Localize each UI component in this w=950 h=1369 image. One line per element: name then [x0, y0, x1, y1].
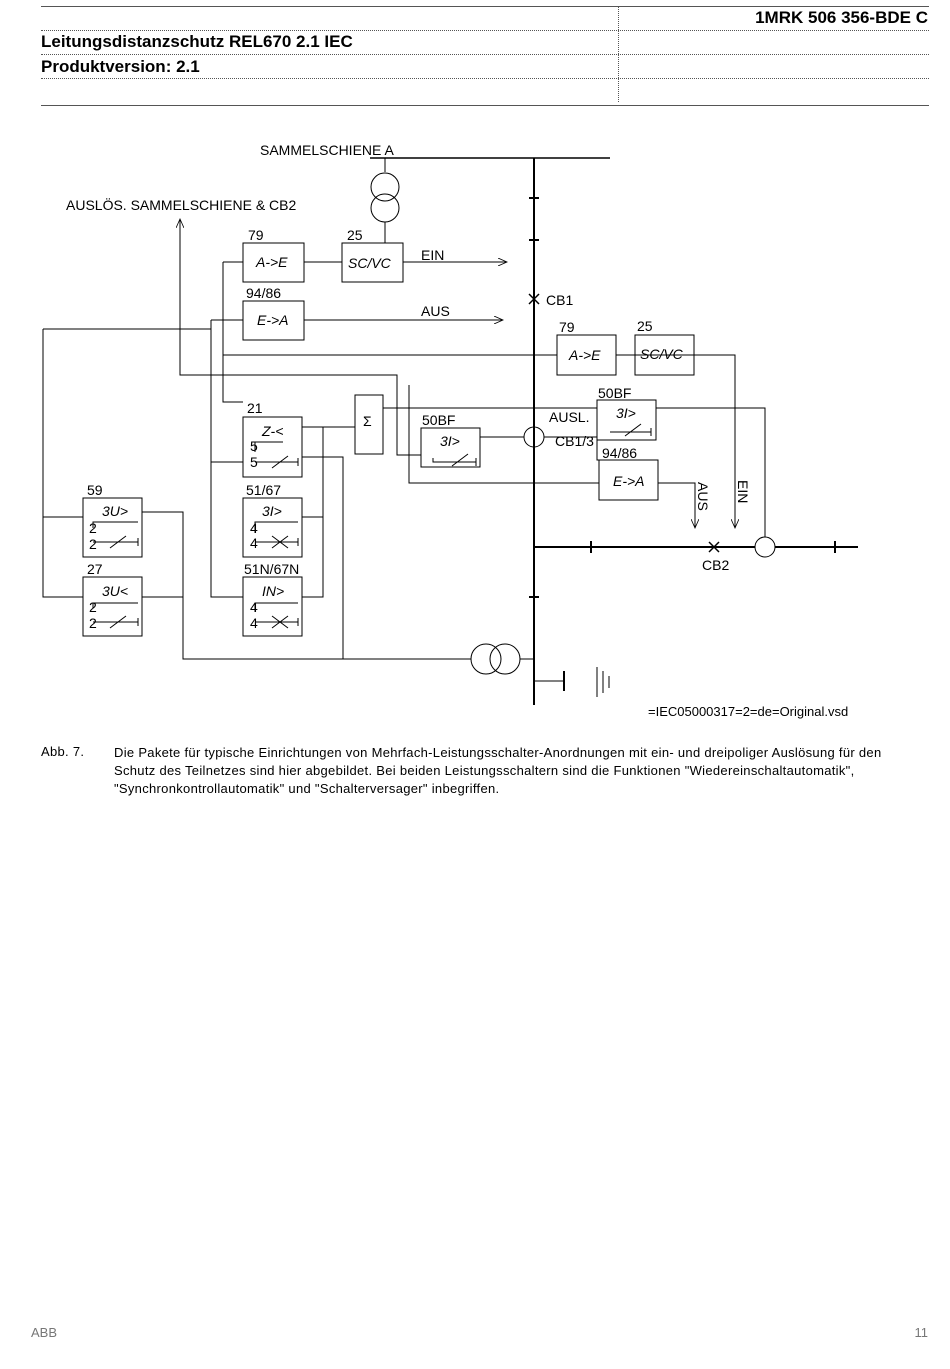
page-number: 11 — [914, 1325, 929, 1340]
label-trip2-func: E->A — [613, 473, 645, 489]
label-uv-func: 3U< — [102, 583, 128, 599]
wire — [42, 329, 83, 598]
line-voltage-transformer — [470, 643, 502, 675]
label-sc2-func: SC/VC — [640, 346, 684, 362]
label-busbar-a: SAMMELSCHIENE A — [260, 142, 394, 158]
label-ein-2: EIN — [735, 480, 751, 503]
label-ar1-num: 79 — [248, 227, 264, 243]
label-trip-busbar: AUSLÖS. SAMMELSCHIENE & CB2 — [66, 196, 297, 213]
line-voltage-transformer — [489, 643, 521, 675]
block-overcurrent — [242, 497, 303, 558]
header-rule — [41, 54, 929, 55]
block-earth-fault — [242, 576, 303, 637]
wire — [142, 511, 343, 660]
figure-caption: Die Pakete für typische Einrichtungen vo… — [114, 745, 882, 796]
wire — [222, 355, 243, 403]
label-sc1-func: SC/VC — [348, 255, 392, 271]
label-cb13: CB1/3 — [555, 433, 594, 449]
product-version: Produktversion: 2.1 — [41, 57, 200, 76]
block-undervoltage — [82, 576, 143, 637]
wire — [596, 440, 599, 461]
voltage-transformer — [370, 193, 400, 223]
block-overvoltage — [82, 497, 143, 558]
label-ar1-func: A->E — [255, 254, 288, 270]
label-aus-1: AUS — [421, 303, 450, 319]
header-rule — [41, 30, 929, 31]
label-ef-func: IN> — [262, 583, 284, 599]
label-ef-n1: 4 — [250, 599, 258, 615]
label-dist-n2: 5 — [250, 454, 258, 470]
label-dist-num: 21 — [247, 400, 263, 416]
label-ein-1: EIN — [421, 247, 444, 263]
label-bf2-num: 50BF — [598, 385, 631, 401]
label-trip1-func: E->A — [257, 312, 289, 328]
label-oc-num: 51/67 — [246, 482, 281, 498]
label-oc-n2: 4 — [250, 535, 258, 551]
wire — [210, 320, 243, 463]
document-id: 1MRK 506 356-BDE C — [755, 8, 928, 27]
label-bf1-num: 50BF — [422, 412, 455, 428]
label-oc-n1: 4 — [250, 520, 258, 536]
label-bf2-func: 3I> — [616, 405, 636, 421]
label-sigma: Σ — [363, 413, 372, 429]
label-ef-num: 51N/67N — [244, 561, 299, 577]
figure-label: Abb. 7. — [41, 744, 85, 759]
label-dist-func: Z-< — [261, 423, 283, 439]
cb2-symbol — [708, 541, 720, 553]
header-bottom-rule — [41, 105, 929, 106]
label-ov-n2: 2 — [89, 536, 97, 552]
wire-ein-2 — [694, 354, 735, 528]
block-breaker-failure-1 — [420, 427, 481, 468]
label-ov-num: 59 — [87, 482, 103, 498]
label-file-ref: =IEC05000317=2=de=Original.vsd — [648, 704, 848, 719]
wire — [210, 462, 243, 598]
wire — [222, 262, 557, 356]
label-ausl: AUSL. — [549, 409, 589, 425]
label-ef-n2: 4 — [250, 615, 258, 631]
label-oc-func: 3I> — [262, 503, 282, 519]
wire — [656, 407, 766, 537]
label-aus-2: AUS — [695, 482, 711, 511]
label-dist-n1: 5 — [250, 438, 258, 454]
header-rule — [41, 78, 929, 79]
wire — [408, 385, 599, 484]
label-trip2-num: 94/86 — [602, 445, 637, 461]
wire — [302, 456, 471, 660]
block-summation — [354, 394, 384, 455]
wire — [302, 426, 324, 598]
document-title: Leitungsdistanzschutz REL670 2.1 IEC — [41, 32, 353, 51]
label-bf1-func: 3I> — [440, 433, 460, 449]
label-cb2: CB2 — [702, 557, 729, 573]
footer-brand: ABB — [31, 1325, 58, 1340]
label-cb1: CB1 — [546, 292, 573, 308]
label-uv-n1: 2 — [89, 599, 97, 615]
label-trip1-num: 94/86 — [246, 285, 281, 301]
protection-scheme-diagram: SAMMELSCHIENE A AUSLÖS. SAMMELSCHIENE & … — [42, 142, 858, 719]
block-distance — [242, 416, 303, 478]
block-breaker-failure-2 — [596, 399, 657, 441]
wire-aus-2 — [658, 482, 695, 528]
label-ov-func: 3U> — [102, 503, 128, 519]
label-ar2-func: A->E — [568, 347, 601, 363]
label-sc1-num: 25 — [347, 227, 363, 243]
label-uv-n2: 2 — [89, 615, 97, 631]
cb2-current-transformer — [754, 536, 776, 558]
label-sc2-num: 25 — [637, 318, 653, 334]
label-ov-n1: 2 — [89, 520, 97, 536]
label-uv-num: 27 — [87, 561, 103, 577]
header-divider — [618, 6, 619, 102]
block-trip-logic-2 — [598, 459, 659, 501]
header-top-rule — [41, 6, 929, 7]
label-ar2-num: 79 — [559, 319, 575, 335]
relay-symbol — [92, 423, 652, 629]
cb1-symbol — [528, 293, 540, 305]
voltage-transformer — [370, 172, 400, 202]
